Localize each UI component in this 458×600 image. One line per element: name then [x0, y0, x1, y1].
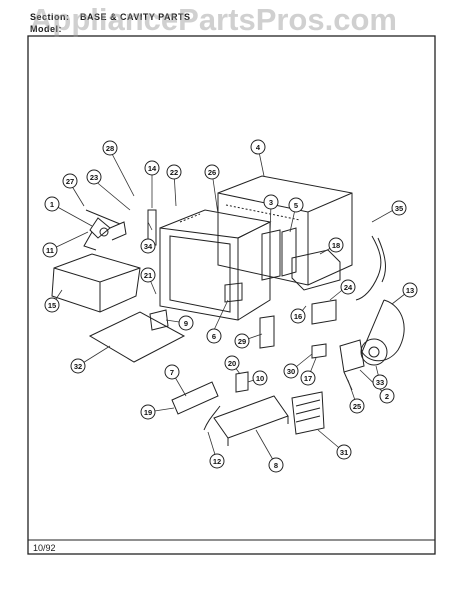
callout-9: 9	[184, 319, 188, 328]
callout-circles	[42, 139, 418, 473]
callout-6: 6	[212, 332, 216, 341]
magnetron-assembly-part	[261, 227, 341, 325]
switch-part	[311, 343, 327, 359]
base-tray-part	[51, 253, 141, 313]
callout-23: 23	[90, 173, 98, 182]
callout-10: 10	[256, 374, 264, 383]
callout-24: 24	[344, 283, 353, 292]
thermal-cutout-part	[259, 315, 275, 349]
base-rail-part	[213, 395, 289, 446]
callout-29: 29	[238, 337, 246, 346]
control-bracket-part	[171, 381, 219, 415]
callout-1: 1	[50, 200, 54, 209]
callout-16: 16	[294, 312, 302, 321]
callout-32: 32	[74, 362, 82, 371]
transformer-part	[291, 391, 325, 435]
base-plate-part	[88, 311, 186, 363]
callout-33: 33	[376, 378, 384, 387]
callout-25: 25	[353, 402, 361, 411]
callout-26: 26	[208, 168, 216, 177]
revision-date: 10/92	[33, 543, 56, 553]
callout-11: 11	[46, 246, 54, 255]
callout-31: 31	[340, 448, 348, 457]
callout-14: 14	[148, 164, 157, 173]
callout-27: 27	[66, 177, 74, 186]
callout-18: 18	[332, 241, 340, 250]
section-label: Section:	[30, 12, 70, 22]
callout-21: 21	[144, 271, 152, 280]
section-title: BASE & CAVITY PARTS	[80, 12, 191, 22]
callout-19: 19	[144, 408, 152, 417]
callout-4: 4	[256, 143, 261, 152]
callout-35: 35	[395, 204, 403, 213]
callout-5: 5	[294, 201, 298, 210]
lamp-socket-part	[235, 371, 249, 393]
outer-wrapper-part	[217, 175, 353, 286]
cavity-frame-part	[147, 209, 272, 321]
callout-7: 7	[170, 368, 174, 377]
motor-bracket-part	[339, 339, 365, 391]
drive-gear-hub	[368, 346, 380, 358]
callout-13: 13	[406, 286, 414, 295]
callout-12: 12	[213, 457, 221, 466]
blower-housing-part	[361, 299, 405, 362]
callout-34: 34	[144, 242, 153, 251]
callout-30: 30	[287, 367, 295, 376]
callout-15: 15	[48, 301, 56, 310]
model-label: Model:	[30, 24, 62, 34]
callout-22: 22	[170, 168, 178, 177]
watermark-logo: AppliancePartsPros.com	[30, 2, 397, 37]
page-frame	[27, 35, 436, 555]
wire-harness-part	[355, 235, 386, 301]
fan-blade-part	[83, 209, 127, 251]
callout-2: 2	[385, 392, 389, 401]
drive-gear-part	[360, 338, 388, 366]
callout-3: 3	[269, 198, 273, 207]
callout-20: 20	[228, 359, 236, 368]
callout-8: 8	[274, 461, 278, 470]
ground-wire-part	[203, 405, 221, 431]
latch-bracket-part	[149, 309, 169, 331]
callout-17: 17	[304, 374, 312, 383]
callout-28: 28	[106, 144, 114, 153]
